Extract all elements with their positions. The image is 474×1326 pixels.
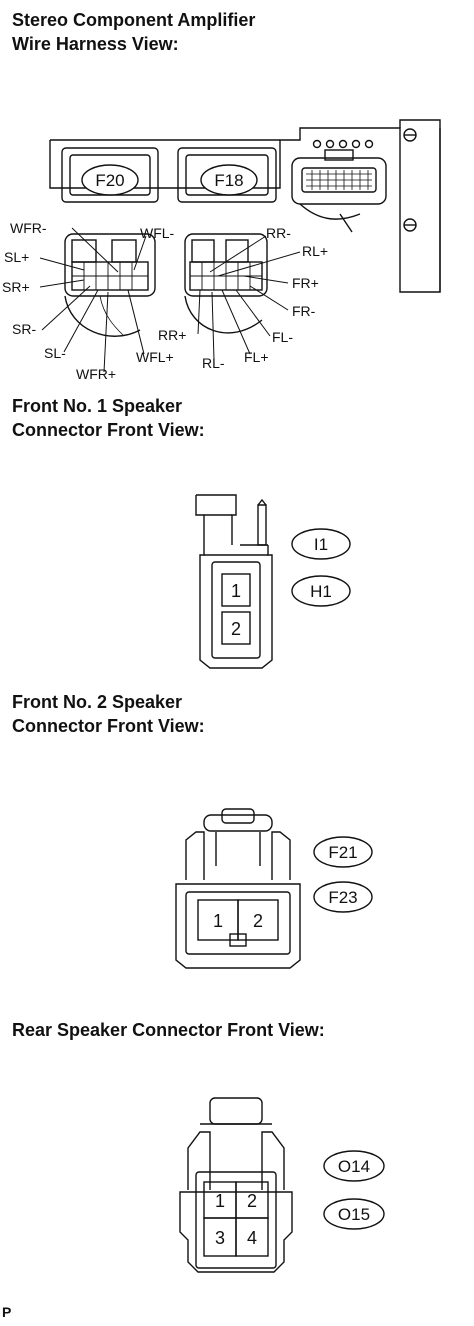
pin-sl-plus: SL+	[4, 249, 29, 265]
pin-fl-plus: FL+	[244, 349, 269, 365]
front2-pin-1: 1	[213, 911, 223, 931]
pin-rr-minus: RR-	[266, 225, 291, 241]
front1-heading: Front No. 1 Speaker Connector Front View…	[12, 394, 205, 442]
front1-pin-numbers: 1 2	[231, 581, 241, 639]
tag-f23: F23	[313, 881, 373, 913]
rear-heading-line1: Rear Speaker Connector Front View:	[12, 1020, 325, 1040]
pin-wfr-minus: WFR-	[10, 220, 47, 236]
tag-f20-text: F20	[95, 171, 124, 190]
rear-pin-3: 3	[215, 1228, 225, 1248]
tag-o15-text: O15	[338, 1205, 370, 1224]
tag-f21: F21	[313, 836, 373, 868]
pin-rl-minus: RL-	[202, 355, 225, 371]
amp-heading-line2: Wire Harness View:	[12, 34, 179, 54]
front2-heading: Front No. 2 Speaker Connector Front View…	[12, 690, 205, 738]
front2-heading-line1: Front No. 2 Speaker	[12, 692, 183, 712]
amplifier-unit	[49, 119, 441, 293]
footer-mark: P	[2, 1304, 12, 1320]
front2-connector	[175, 808, 301, 969]
front2-pin-numbers: 1 2	[213, 911, 263, 931]
tag-f18: F18	[200, 164, 258, 196]
front1-connector	[195, 494, 273, 669]
tag-f21-text: F21	[328, 843, 357, 862]
front2-pin-2: 2	[253, 911, 263, 931]
pin-fl-minus: FL-	[272, 329, 293, 345]
pin-fr-minus: FR-	[292, 303, 316, 319]
rear-pin-1: 1	[215, 1191, 225, 1211]
front1-pin-1: 1	[231, 581, 241, 601]
amp-pin-labels: WFR- SL+ SR+ SR- SL- WFR+ WFL- WFL+ RR- …	[2, 220, 328, 382]
pin-wfl-plus: WFL+	[136, 349, 174, 365]
pin-sr-plus: SR+	[2, 279, 30, 295]
amp-heading: Stereo Component Amplifier Wire Harness …	[12, 8, 255, 56]
pin-rr-plus: RR+	[158, 327, 186, 343]
tag-h1-text: H1	[310, 582, 332, 601]
front1-heading-line1: Front No. 1 Speaker	[12, 396, 183, 416]
pin-fr-plus: FR+	[292, 275, 319, 291]
tag-h1: H1	[291, 575, 351, 607]
harness-plug-right	[184, 233, 268, 334]
pin-wfl-minus: WFL-	[140, 225, 175, 241]
rear-pin-2: 2	[247, 1191, 257, 1211]
rear-pin-numbers: 1 2 3 4	[215, 1191, 257, 1248]
tag-i1: I1	[291, 528, 351, 560]
tag-f18-text: F18	[214, 171, 243, 190]
pin-sl-minus: SL-	[44, 345, 66, 361]
rear-connector	[179, 1097, 293, 1273]
pin-wfr-plus: WFR+	[76, 366, 116, 382]
leader-lines	[39, 227, 301, 373]
tag-o14: O14	[323, 1150, 385, 1182]
tag-f20: F20	[81, 164, 139, 196]
rear-heading: Rear Speaker Connector Front View:	[12, 1018, 325, 1042]
tag-f23-text: F23	[328, 888, 357, 907]
amp-heading-line1: Stereo Component Amplifier	[12, 10, 256, 30]
front1-heading-line2: Connector Front View:	[12, 420, 205, 440]
pin-rl-plus: RL+	[302, 243, 328, 259]
front1-pin-2: 2	[231, 619, 241, 639]
pin-sr-minus: SR-	[12, 321, 36, 337]
tag-i1-text: I1	[314, 535, 328, 554]
rear-pin-4: 4	[247, 1228, 257, 1248]
tag-o14-text: O14	[338, 1157, 370, 1176]
front2-heading-line2: Connector Front View:	[12, 716, 205, 736]
tag-o15: O15	[323, 1198, 385, 1230]
